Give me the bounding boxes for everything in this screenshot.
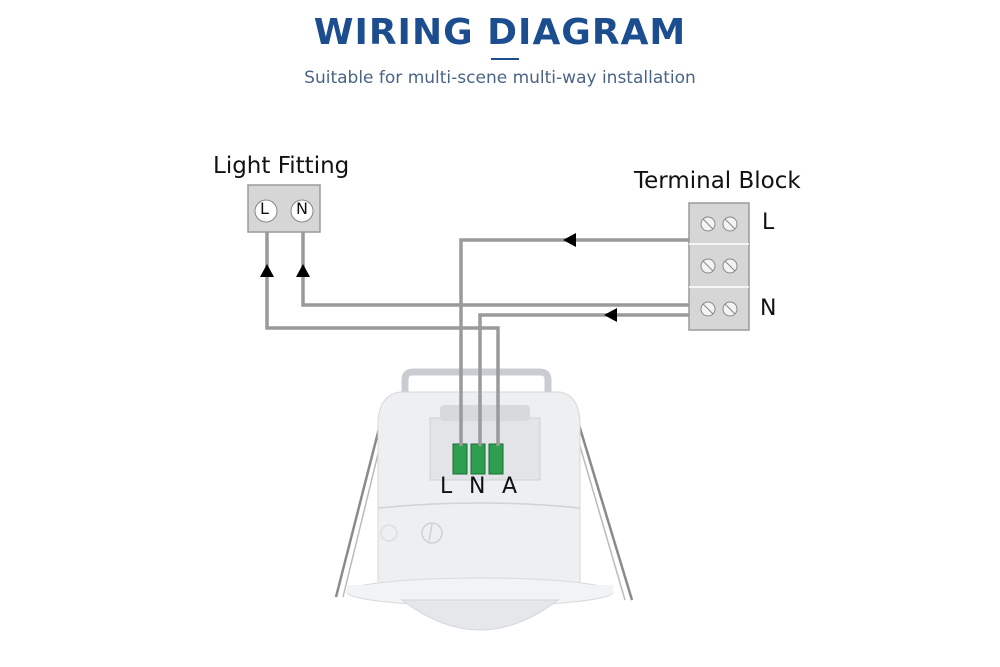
- sensor-label-l: L: [440, 474, 453, 499]
- light-fitting-label: Light Fitting: [213, 153, 350, 179]
- arrow-up-icon: [296, 264, 310, 277]
- motion-sensor-device: [334, 368, 634, 631]
- terminal-block: [688, 202, 750, 331]
- arrow-left-icon: [604, 308, 617, 322]
- wires: [265, 232, 689, 446]
- title-divider: [491, 58, 519, 60]
- arrow-left-icon: [563, 233, 576, 247]
- sensor-label-a: A: [502, 474, 518, 499]
- terminal-block-label: Terminal Block: [634, 168, 801, 194]
- page-subtitle: Suitable for multi-scene multi-way insta…: [304, 68, 696, 88]
- spring-clip-right: [571, 404, 634, 601]
- terminal-block-l-label: L: [762, 210, 775, 235]
- arrow-up-icon: [260, 264, 274, 277]
- light-terminal-n: [290, 199, 314, 223]
- sensor-label-n: N: [469, 474, 486, 499]
- sensor-terminal-a: [488, 443, 504, 475]
- lux-dial-icon: [380, 524, 398, 542]
- screw-icons: [700, 216, 738, 317]
- light-terminal-l-label: L: [260, 199, 269, 218]
- sensor-terminal-n: [470, 443, 486, 475]
- time-dial-icon: [421, 522, 443, 544]
- wire-live-to-sensor-l: [459, 238, 689, 446]
- top-bracket: [401, 368, 552, 440]
- sensor-terminal-l: [452, 443, 468, 475]
- flow-arrows: [260, 233, 617, 322]
- light-terminal-l: [254, 199, 278, 223]
- spring-clip-left: [334, 404, 387, 598]
- page-title: WIRING DIAGRAM: [313, 12, 687, 53]
- wire-neutral-to-sensor-n: [478, 313, 689, 446]
- terminal-block-n-label: N: [760, 296, 777, 321]
- wire-neutral-to-light-n: [301, 232, 689, 307]
- light-terminal-n-label: N: [296, 199, 308, 218]
- wire-sensor-a-to-light-l: [265, 232, 500, 446]
- light-fitting-box: [247, 184, 321, 233]
